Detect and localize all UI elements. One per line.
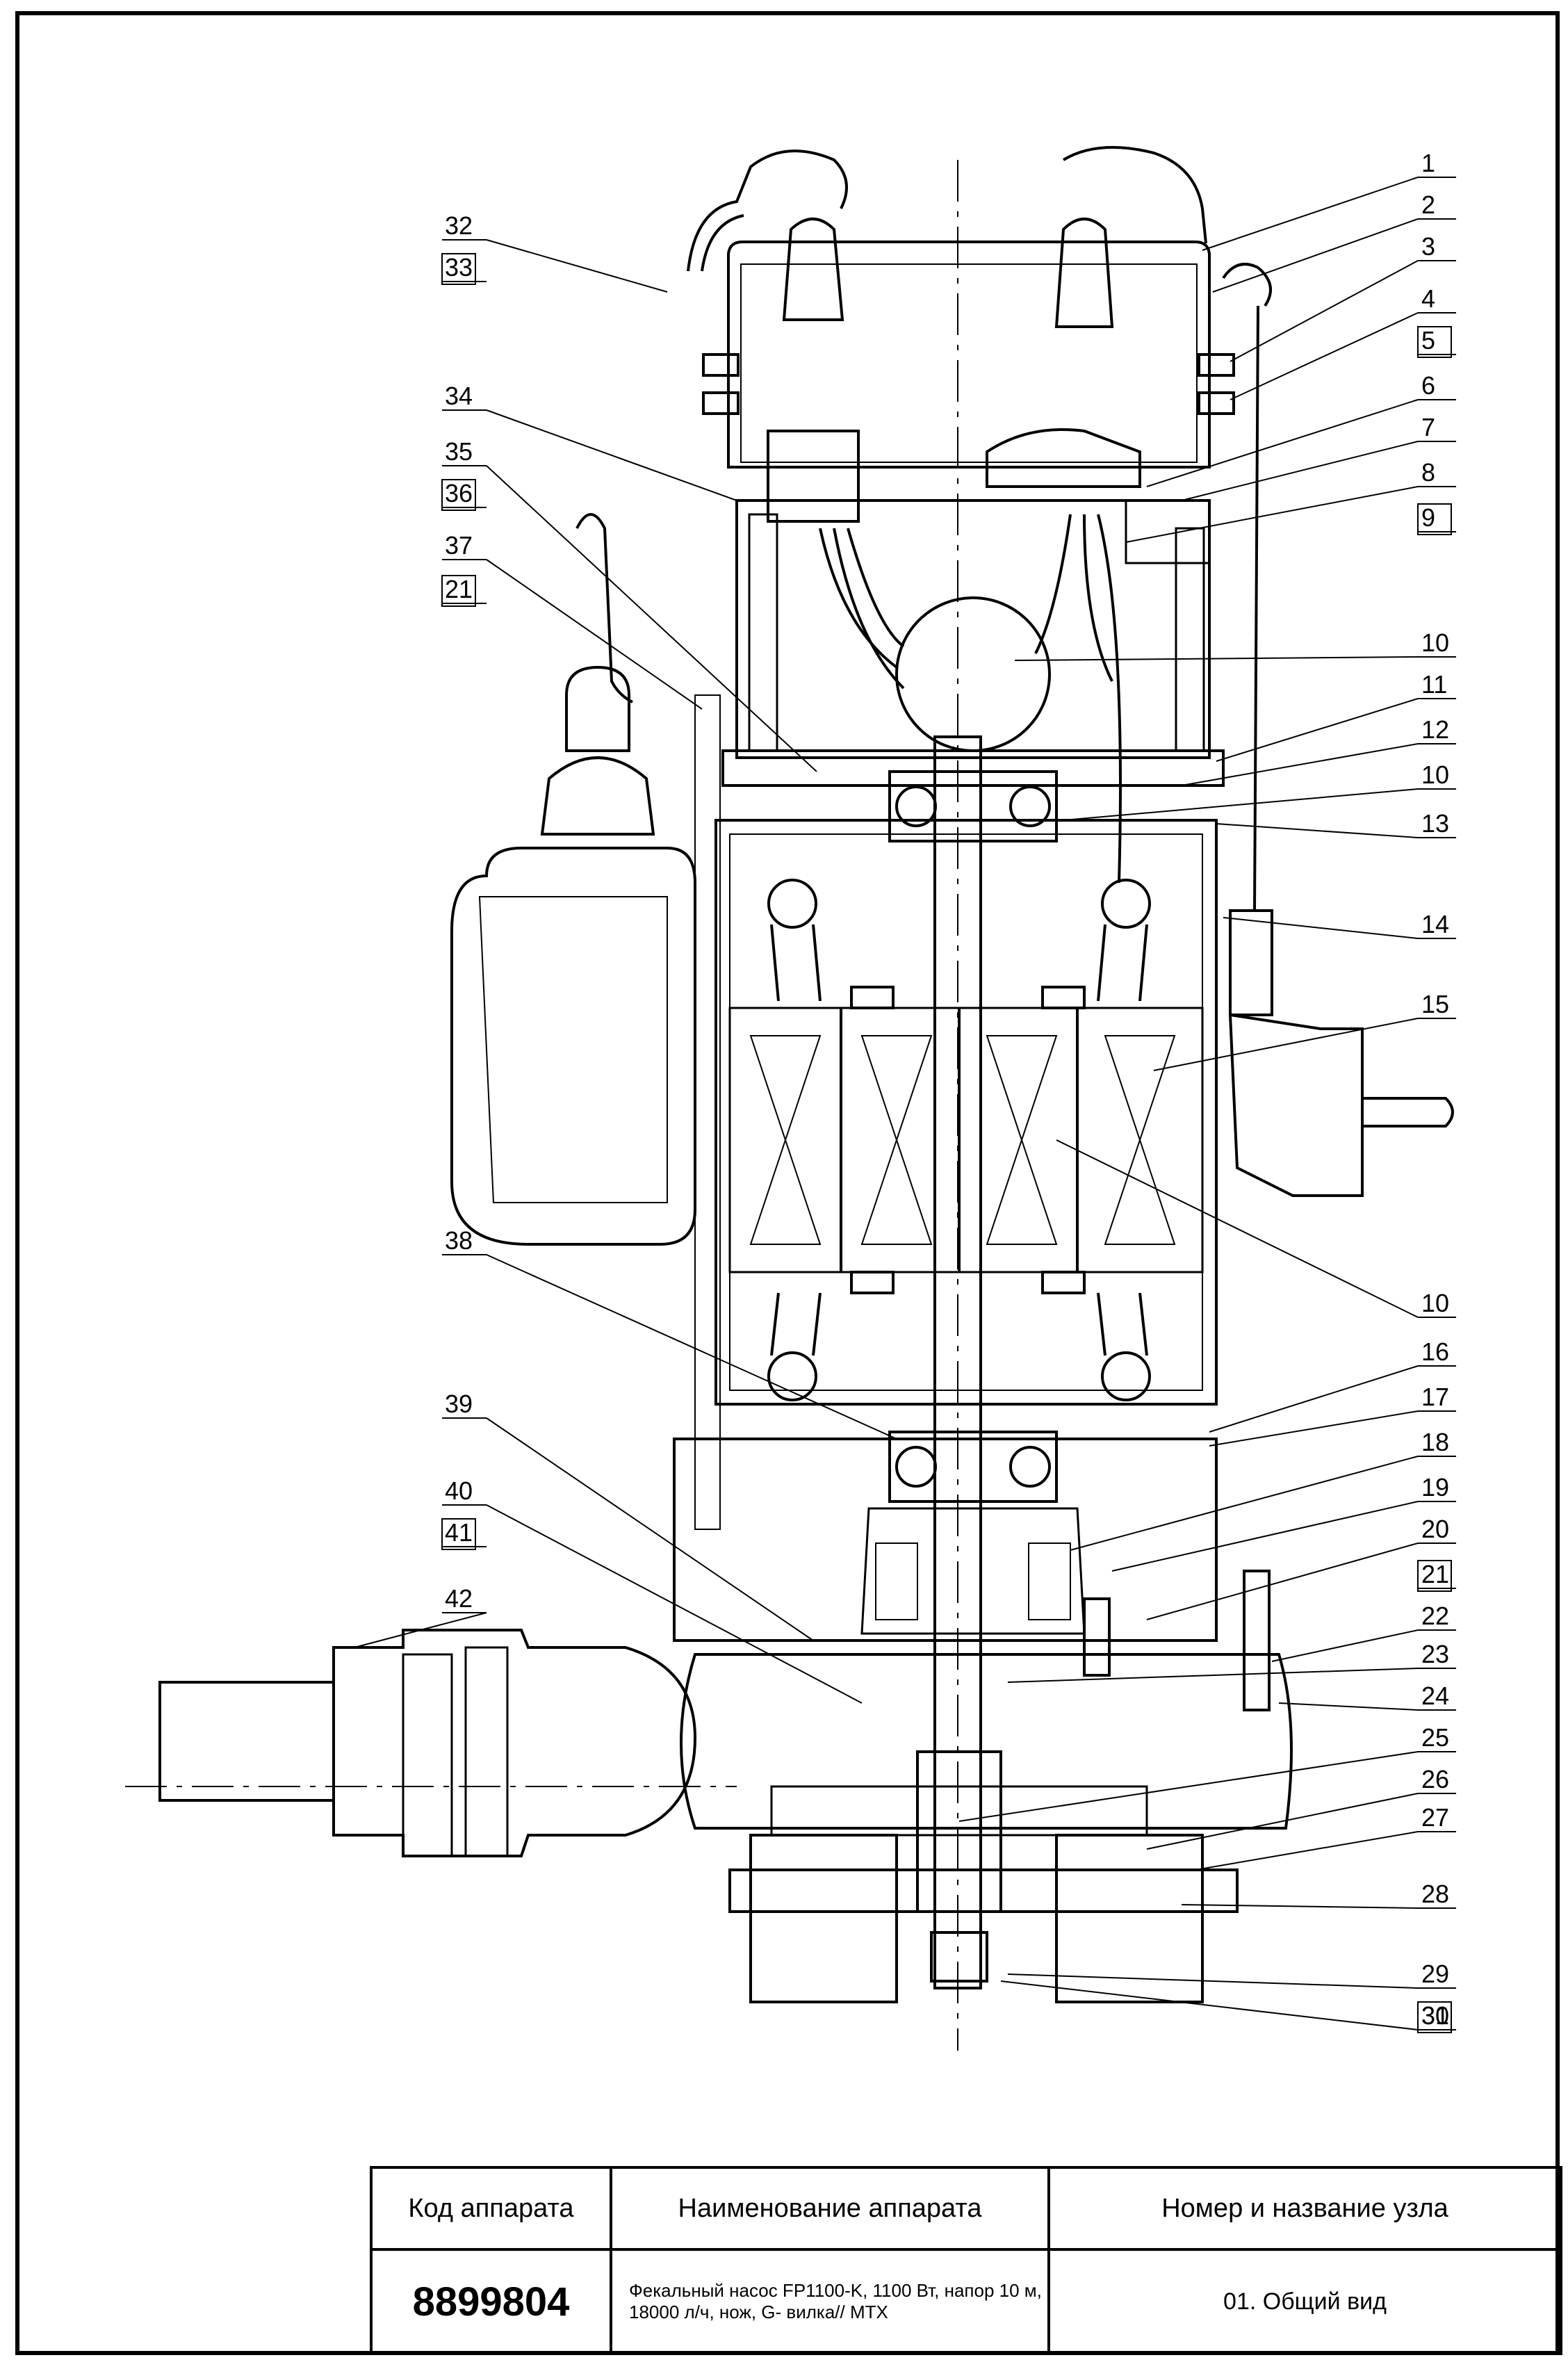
leader-line xyxy=(486,559,703,710)
callout-number-right: 17 xyxy=(1421,1383,1449,1411)
callout-number-right: 5 xyxy=(1421,326,1435,355)
callout-number-left: 32 xyxy=(445,211,473,240)
callout-number-left: 36 xyxy=(445,479,473,507)
callout-number-right: 10 xyxy=(1421,760,1449,789)
callout-number-right: 11 xyxy=(1421,670,1447,699)
leader-line xyxy=(486,409,737,501)
leader-line xyxy=(1056,1139,1419,1318)
callout-box xyxy=(441,1518,476,1550)
callout-number-right: 12 xyxy=(1421,715,1449,744)
node-header: Номер и название узла xyxy=(1047,2166,1562,2251)
callout-number-right: 30 xyxy=(1421,2001,1449,2030)
callout-box xyxy=(1417,326,1452,358)
callout-number-right: 29 xyxy=(1421,1960,1449,1988)
callout-number-left: 21 xyxy=(445,575,473,603)
leader-line xyxy=(486,1417,814,1641)
leader-line xyxy=(1125,486,1419,543)
callout-box xyxy=(441,253,476,285)
callout-box xyxy=(441,575,476,607)
callout-number-right: 6 xyxy=(1421,371,1435,400)
callout-number-right: 28 xyxy=(1421,1880,1449,1908)
callout-box xyxy=(441,479,476,511)
code-header: Код аппарата xyxy=(370,2166,612,2251)
leader-line xyxy=(1007,1668,1419,1683)
pump-assembly-drawing: 1234567891011121013141510161718192021222… xyxy=(125,146,1456,2051)
leader-line xyxy=(1212,218,1419,293)
name-header: Наименование аппарата xyxy=(610,2166,1050,2251)
callout-number-right: 20 xyxy=(1421,1515,1449,1543)
leader-line xyxy=(1181,441,1419,501)
callout-number-right: 16 xyxy=(1421,1337,1449,1366)
callout-number-left: 41 xyxy=(445,1518,473,1547)
callout-number-right: 31 xyxy=(1421,2001,1449,2030)
callout-box xyxy=(1417,2001,1452,2033)
leader-line xyxy=(1223,917,1419,939)
callout-layer: 1234567891011121013141510161718192021222… xyxy=(354,149,1456,2033)
leader-line xyxy=(1181,743,1419,786)
leader-line xyxy=(1230,260,1419,362)
callout-number-right: 26 xyxy=(1421,1765,1449,1793)
callout-number-right: 1 xyxy=(1421,149,1435,177)
callout-number-right: 25 xyxy=(1421,1723,1449,1752)
leader-line xyxy=(1202,177,1419,251)
callout-number-left: 34 xyxy=(445,382,473,410)
leader-line xyxy=(1000,1980,1419,2030)
callout-number-right: 9 xyxy=(1421,503,1435,532)
node-value: 01. Общий вид xyxy=(1047,2248,1562,2355)
callout-number-left: 33 xyxy=(445,253,473,282)
callout-number-left: 39 xyxy=(445,1390,473,1418)
leader-line xyxy=(1181,1904,1419,1909)
callout-number-right: 8 xyxy=(1421,458,1435,487)
callout-number-right: 15 xyxy=(1421,990,1449,1018)
leader-line xyxy=(1146,1542,1419,1620)
callout-number-left: 42 xyxy=(445,1584,473,1613)
leader-line xyxy=(486,1254,897,1440)
callout-box xyxy=(1417,503,1452,535)
leader-line xyxy=(1014,656,1419,661)
callout-number-right: 3 xyxy=(1421,232,1435,261)
leader-line xyxy=(1070,1456,1419,1551)
leader-line xyxy=(1216,698,1419,762)
leader-line xyxy=(486,465,817,772)
leader-line xyxy=(958,1751,1419,1822)
callout-number-right: 24 xyxy=(1421,1682,1449,1710)
callout-number-right: 13 xyxy=(1421,809,1449,838)
name-value: Фекальный насос FP1100-K, 1100 Вт, напор… xyxy=(610,2248,1050,2355)
callout-number-right: 4 xyxy=(1421,284,1435,313)
callout-number-right: 23 xyxy=(1421,1640,1449,1668)
callout-box xyxy=(1417,1560,1452,1592)
leader-line xyxy=(1278,1702,1419,1711)
leader-line xyxy=(1209,1410,1419,1447)
callout-number-left: 40 xyxy=(445,1476,473,1505)
leader-line xyxy=(486,1504,863,1704)
leader-line xyxy=(1195,1831,1419,1871)
leader-line xyxy=(1007,1973,1419,1989)
callout-number-left: 37 xyxy=(445,531,473,560)
callout-number-right: 10 xyxy=(1421,1289,1449,1317)
leader-line xyxy=(1153,1018,1419,1071)
callout-number-right: 14 xyxy=(1421,910,1449,938)
leader-line xyxy=(1271,1629,1419,1662)
leader-line xyxy=(1063,788,1419,821)
code-value: 8899804 xyxy=(370,2248,612,2355)
leader-line xyxy=(486,239,668,293)
callout-number-right: 2 xyxy=(1421,190,1435,219)
callout-number-right: 19 xyxy=(1421,1473,1449,1501)
leader-line xyxy=(1146,1793,1419,1850)
callout-number-right: 18 xyxy=(1421,1428,1449,1456)
callout-number-left: 38 xyxy=(445,1226,473,1255)
leader-line xyxy=(1230,312,1419,400)
callout-number-right: 7 xyxy=(1421,413,1435,441)
leader-line xyxy=(1111,1501,1419,1572)
callout-number-right: 27 xyxy=(1421,1803,1449,1832)
leader-line xyxy=(1209,1365,1419,1433)
leader-line xyxy=(1146,399,1419,487)
leader-line xyxy=(354,1612,487,1648)
callout-number-right: 22 xyxy=(1421,1602,1449,1630)
title-block: Код аппарата Наименование аппарата Номер… xyxy=(370,2166,1562,2355)
callout-number-right: 21 xyxy=(1421,1560,1449,1588)
callout-number-left: 35 xyxy=(445,437,473,466)
callout-number-right: 10 xyxy=(1421,628,1449,657)
leader-line xyxy=(1216,823,1419,838)
